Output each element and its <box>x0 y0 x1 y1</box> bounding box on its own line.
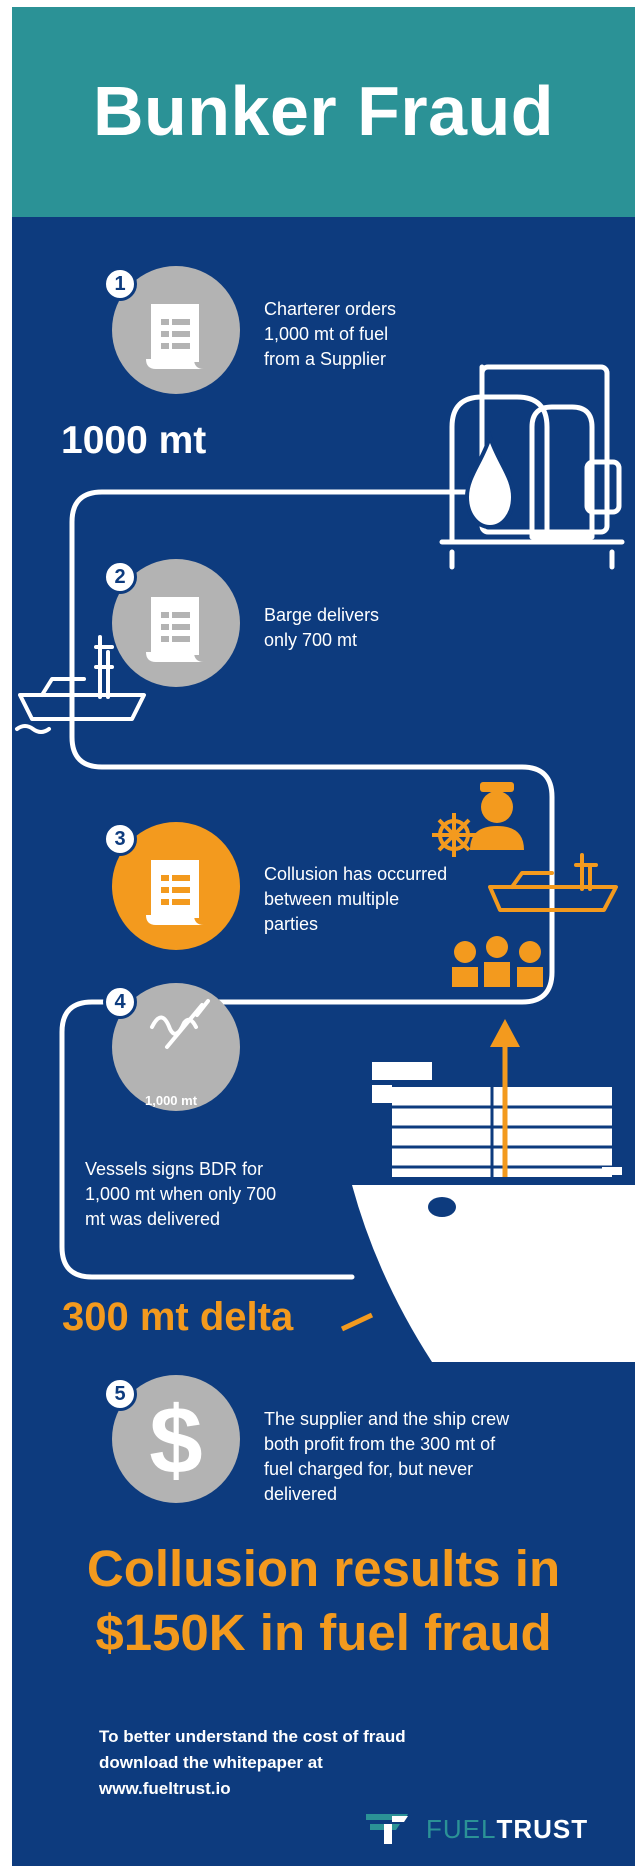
step-1-number: 1 <box>103 267 137 301</box>
brand-logo: FUELTRUST <box>364 1810 614 1846</box>
document-icon <box>146 860 204 925</box>
step-4-circle <box>112 983 240 1111</box>
workers-icon <box>452 936 543 987</box>
fuel-drop-icon <box>464 430 516 530</box>
barge-icon <box>15 635 146 734</box>
footer-text: To better understand the cost of fraud d… <box>99 1727 406 1798</box>
step-3-text: Collusion has occurred between multiple … <box>264 864 448 934</box>
fuel-tank-icon <box>439 364 625 570</box>
bdr-quantity-label: 1,000 mt <box>145 1093 198 1108</box>
fueltrust-logo-icon <box>366 1814 408 1844</box>
flow-path <box>59 489 555 1280</box>
step-2-number: 2 <box>103 560 137 594</box>
document-icon <box>146 304 204 369</box>
page-title: Bunker Fraud <box>92 72 555 150</box>
ship-wheel-icon <box>432 813 476 857</box>
infographic: Bunker Fraud <box>12 7 635 1866</box>
step-5-circle <box>112 1375 240 1503</box>
step-4-text: Vessels signs BDR for 1,000 mt when only… <box>85 1159 277 1229</box>
ordered-quantity-label: 1000 mt <box>61 419 207 462</box>
barge-icon-orange <box>488 853 618 912</box>
cargo-ship-icon <box>340 1062 635 1362</box>
header-banner: Bunker Fraud <box>12 7 635 217</box>
dollar-icon: $ <box>149 1387 202 1494</box>
delta-label: 300 mt delta <box>62 1295 294 1339</box>
step-4-number: 4 <box>103 985 137 1019</box>
captain-icon <box>470 782 524 850</box>
arrow-up-icon <box>490 1019 520 1177</box>
brand-wordmark: FUELTRUST <box>426 1814 589 1844</box>
artwork: $ <box>15 266 635 1503</box>
step-5-text: The supplier and the ship crew both prof… <box>264 1409 510 1504</box>
signature-pen-icon <box>150 999 210 1049</box>
step-1-text: Charterer orders 1,000 mt of fuel from a… <box>264 299 397 369</box>
document-icon <box>146 597 204 662</box>
conclusion-heading: Collusion results in $150K in fuel fraud <box>86 1540 561 1661</box>
svg-text:$: $ <box>149 1387 202 1494</box>
step-5-number: 5 <box>103 1377 137 1411</box>
step-2-text: Barge delivers only 700 mt <box>264 605 380 650</box>
step-3-number: 3 <box>103 822 137 856</box>
